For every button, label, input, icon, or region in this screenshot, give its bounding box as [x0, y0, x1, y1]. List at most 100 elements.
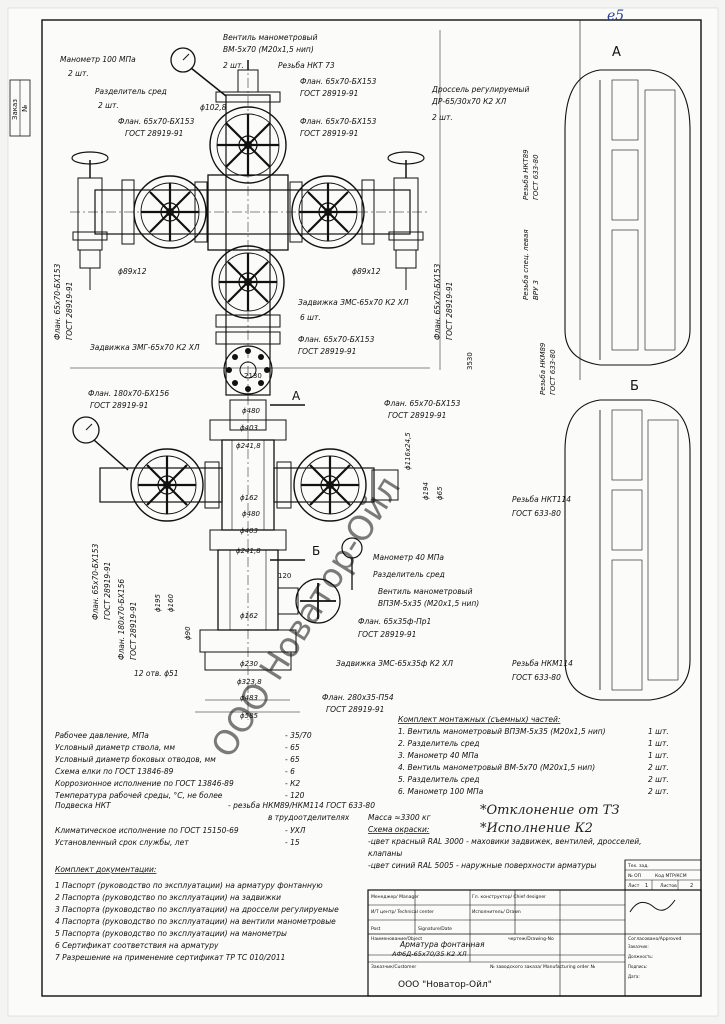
spec-value: - 65 — [285, 755, 300, 764]
handwheel-lower-left — [130, 448, 204, 522]
callout-valve-lower: Вентиль манометровый — [378, 587, 473, 596]
sec-a-label-2: ГОСТ 633-80 — [532, 154, 540, 200]
callout-flange-right-vert: Флан. 65х70-БХ153 — [433, 263, 442, 340]
spec-label: Условный диаметр боковых отводов, мм — [55, 755, 216, 764]
sec-a-label-3: Резьба спец. левая — [522, 229, 530, 300]
section-a-title: А — [612, 45, 621, 60]
dim-160: ϕ160 — [167, 593, 175, 612]
callout-flange-left-lower1: Флан. 65х70-БХ153 — [91, 543, 100, 620]
callout-flange-mid-lower-2: ГОСТ 28919-91 — [298, 347, 356, 356]
sec-b-label-4: ГОСТ 633-80 — [512, 673, 561, 682]
dim-phi480-b: ϕ480 — [242, 510, 261, 518]
callout-gate-zms-qty: 6 шт. — [300, 313, 321, 322]
callout-choke-2: ДР-65/30х70 К2 ХЛ — [431, 97, 507, 106]
tb-post: Post — [371, 926, 381, 932]
section-b — [564, 399, 691, 701]
dim-120: 120 — [278, 572, 291, 580]
spec-label: Коррозионное исполнение по ГОСТ 13846-89 — [55, 779, 234, 788]
handwheel-right — [291, 175, 365, 249]
dim-phi483: ϕ483 — [240, 694, 258, 702]
spec-value: - К2 — [285, 779, 300, 788]
title-block — [367, 859, 702, 997]
tb-list: Лист — [628, 883, 640, 889]
callout-choke-qty: 2 шт. — [432, 113, 453, 122]
callout-phi89-right: ϕ89х12 — [352, 267, 381, 276]
callout-holes: 12 отв. ϕ51 — [134, 669, 179, 678]
corner-mark: е5 — [607, 8, 624, 24]
kit-qty: 2 шт. — [648, 787, 669, 796]
dim-phi585: ϕ585 — [240, 712, 259, 720]
handwheel-top — [209, 106, 287, 184]
sec-b-label-3: Резьба НКМ114 — [512, 659, 573, 668]
dim-phi162-a: ϕ162 — [240, 494, 259, 502]
callout-flange-180-2: ГОСТ 28919-91 — [90, 401, 148, 410]
tb-object-code: АФ6Д-65х70/35 К2 ХЛ — [391, 950, 467, 958]
spec-label: Температура рабочей среды, °С, не более — [55, 791, 223, 800]
handwheel-mid — [211, 245, 285, 319]
tb-data: Дата: — [628, 974, 640, 979]
tb-mtr: Код МТР/КСМ — [655, 873, 687, 879]
specs-block: Рабочее давление, МПа - 35/70 Условный д… — [55, 731, 375, 847]
tb-dolzhnost: Должность: — [628, 954, 653, 959]
dim-phi403-a: ϕ403 — [240, 424, 258, 432]
callout-flange-left-vert-2: ГОСТ 28919-91 — [65, 282, 74, 340]
tb-approved: Согласовано/Approved — [628, 936, 681, 942]
kit-item: 6. Манометр 100 МПа — [398, 787, 484, 796]
spec-value: - 35/70 — [285, 731, 312, 740]
mass-note: Масса ≈3300 кг — [368, 813, 431, 822]
callout-flange-top: Флан. 65х70-БХ153 — [300, 77, 377, 86]
dim-3530: 3530 — [466, 352, 474, 370]
stamp-text-1: Заказ — [11, 99, 19, 120]
tb-drawing-no: чертеж/Drawing-No — [508, 936, 554, 942]
kit-item: 2. Разделитель сред — [398, 739, 479, 748]
kit-item: 4. Вентиль манометровый ВМ-5х70 (М20х1,5… — [398, 763, 595, 772]
handwheel-lower-right — [293, 448, 367, 522]
spec-label: Рабочее давление, МПа — [55, 731, 149, 740]
choke-left — [71, 151, 109, 290]
dim-phi241-b: ϕ241,8 — [236, 547, 261, 555]
section-a — [564, 69, 691, 366]
doc-item: 3 Паспорта (руководство по эксплуатации)… — [55, 905, 339, 914]
spec-label: Установленный срок службы, лет — [55, 838, 189, 847]
stamp-text-2: № — [21, 105, 29, 112]
spec-value: - УХЛ — [285, 826, 306, 835]
kit-qty: 1 шт. — [648, 751, 669, 760]
tb-listov-val: 2 — [690, 883, 693, 889]
doc-item: 7 Разрешение на применение сертификат ТР… — [55, 953, 285, 962]
dim-phi323: ϕ323,8 — [237, 678, 262, 686]
bolted-flange-icon — [223, 345, 273, 395]
callout-valve-lower-2: ВПЗМ-5х35 (М20х1,5 нип) — [378, 599, 479, 608]
callout-flange-65-35-2: ГОСТ 28919-91 — [358, 630, 416, 639]
cut-marker-b: Б — [312, 544, 320, 558]
tb-it-center: И/Т центр/ Technical center — [371, 909, 434, 915]
tb-zakazchik: Заказчик: — [628, 944, 649, 949]
callout-gate-zms: Задвижка ЗМС-65х70 К2 ХЛ — [298, 298, 409, 307]
callout-gate-zms-35: Задвижка ЗМС-65х35ф К2 ХЛ — [336, 659, 453, 668]
callout-flange-mid-upper: Флан. 65х70-БХ153 — [300, 117, 377, 126]
handwritten-note-1: *Отклонение от ТЗ — [480, 803, 619, 818]
tb-customer: Заказчик/Customer — [371, 964, 416, 970]
upper-christmas-tree — [70, 30, 441, 400]
callout-flange-left-lower1-2: ГОСТ 28919-91 — [103, 562, 112, 620]
pressure-gauge-icon — [72, 416, 100, 444]
handwheel-small — [295, 578, 341, 624]
callout-thread-nkt73: Резьба НКТ 73 — [278, 61, 335, 70]
signature-mark — [629, 899, 676, 913]
spec-label: Условный диаметр ствола, мм — [55, 743, 175, 752]
tb-podpis: Подпись: — [628, 964, 647, 969]
callout-valve-top-2: ВМ-5х70 (М20х1,5 нип) — [223, 45, 314, 54]
spec-value: - 15 — [285, 838, 300, 847]
lower-wellhead — [72, 395, 399, 720]
callout-flange-left-vert: Флан. 65х70-БХ153 — [53, 263, 62, 340]
tb-techzad: Тех. зад. — [627, 863, 649, 869]
callout-choke: Дроссель регулируемый — [431, 85, 529, 94]
doc-item: 2 Паспорта (руководство по эксплуатации)… — [55, 893, 281, 902]
kit-qty: 1 шт. — [648, 739, 669, 748]
choke-right — [387, 151, 425, 290]
sec-a-label-6: ГОСТ 633-80 — [549, 349, 557, 395]
spec-hanger-note: в трудоотделителях — [268, 813, 350, 822]
callout-valve-top: Вентиль манометровый — [223, 33, 318, 42]
doc-item: 1 Паспорт (руководство по эксплуатации) … — [55, 881, 323, 890]
kit-qty: 2 шт. — [648, 775, 669, 784]
